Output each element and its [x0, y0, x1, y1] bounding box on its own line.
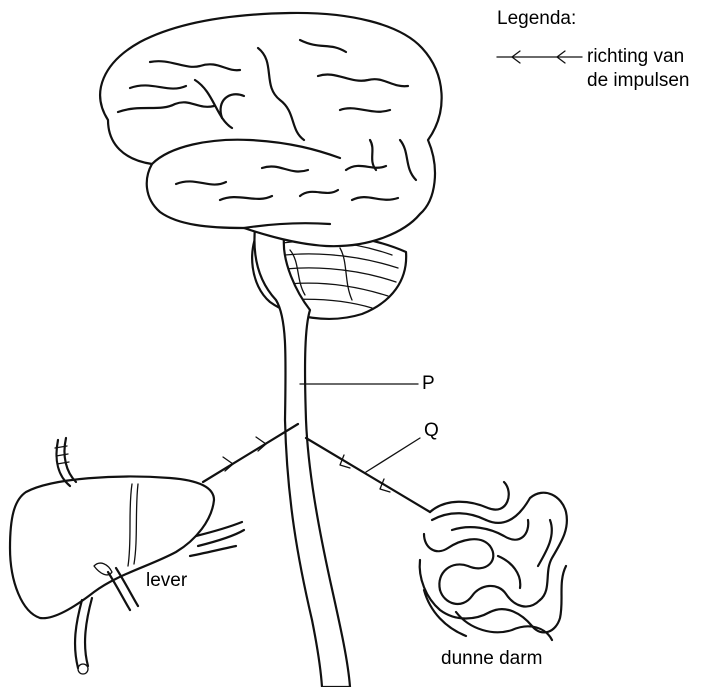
cerebrum [100, 13, 441, 246]
legend-title: Legenda: [497, 8, 576, 30]
small-intestine [420, 482, 567, 640]
liver [10, 438, 244, 674]
label-p: P [422, 373, 435, 395]
label-small-intestine: dunne darm [441, 648, 542, 670]
legend-arrow-icon [497, 51, 582, 63]
label-liver: lever [146, 570, 187, 592]
legend-text-line2: de impulsen [587, 70, 689, 92]
nerve-to-intestine [306, 438, 430, 512]
nerve-to-liver [203, 424, 298, 482]
label-q-leader [366, 438, 420, 472]
legend-text-line1: richting van [587, 46, 684, 68]
label-q: Q [424, 420, 439, 442]
